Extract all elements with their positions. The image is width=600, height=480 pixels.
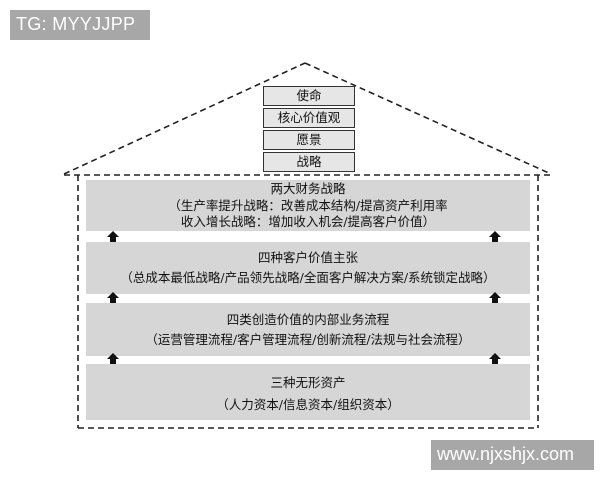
stack-box-strategy: 战略 <box>263 152 355 172</box>
stack-box-vision: 愿景 <box>263 130 355 150</box>
layer-title: 两大财务战略 <box>270 181 346 196</box>
layer-line: （运营管理流程/客户管理流程/创新流程/法规与社会流程） <box>145 332 471 347</box>
layer-title: 三种无形资产 <box>270 375 346 390</box>
stack-label: 使命 <box>296 88 322 103</box>
stack-label: 战略 <box>296 154 322 169</box>
layer-title: 四类创造价值的内部业务流程 <box>226 312 390 327</box>
layer-line: 收入增长战略：增加收入机会/提高客户价值） <box>180 214 436 229</box>
layer-intangible-assets: 三种无形资产 （人力资本/信息资本/组织资本） <box>86 364 530 420</box>
layer-line: （总成本最低战略/产品领先战略/全面客户解决方案/系统锁定战略） <box>120 270 496 285</box>
layer-internal-process: 四类创造价值的内部业务流程 （运营管理流程/客户管理流程/创新流程/法规与社会流… <box>86 303 530 356</box>
roof-right-edge <box>304 62 552 175</box>
layer-customer: 四种客户价值主张 （总成本最低战略/产品领先战略/全面客户解决方案/系统锁定战略… <box>86 242 530 294</box>
layer-financial: 两大财务战略 （生产率提升战略：改善成本结构/提高资产利用率 收入增长战略：增加… <box>86 180 530 231</box>
layer-line: （人力资本/信息资本/组织资本） <box>216 397 400 412</box>
watermark-top: TG: MYYJJPP <box>10 10 150 40</box>
stack-label: 核心价值观 <box>277 110 341 125</box>
layer-title: 四种客户价值主张 <box>257 250 358 265</box>
layer-line: （生产率提升战略：改善成本结构/提高资产利用率 <box>168 197 448 213</box>
stack-label: 愿景 <box>296 132 322 147</box>
stack-box-mission: 使命 <box>263 86 355 106</box>
roof-left-edge <box>63 62 306 175</box>
stack-box-core-values: 核心价值观 <box>263 108 355 128</box>
watermark-bottom: www.njxshjx.com <box>431 440 594 470</box>
